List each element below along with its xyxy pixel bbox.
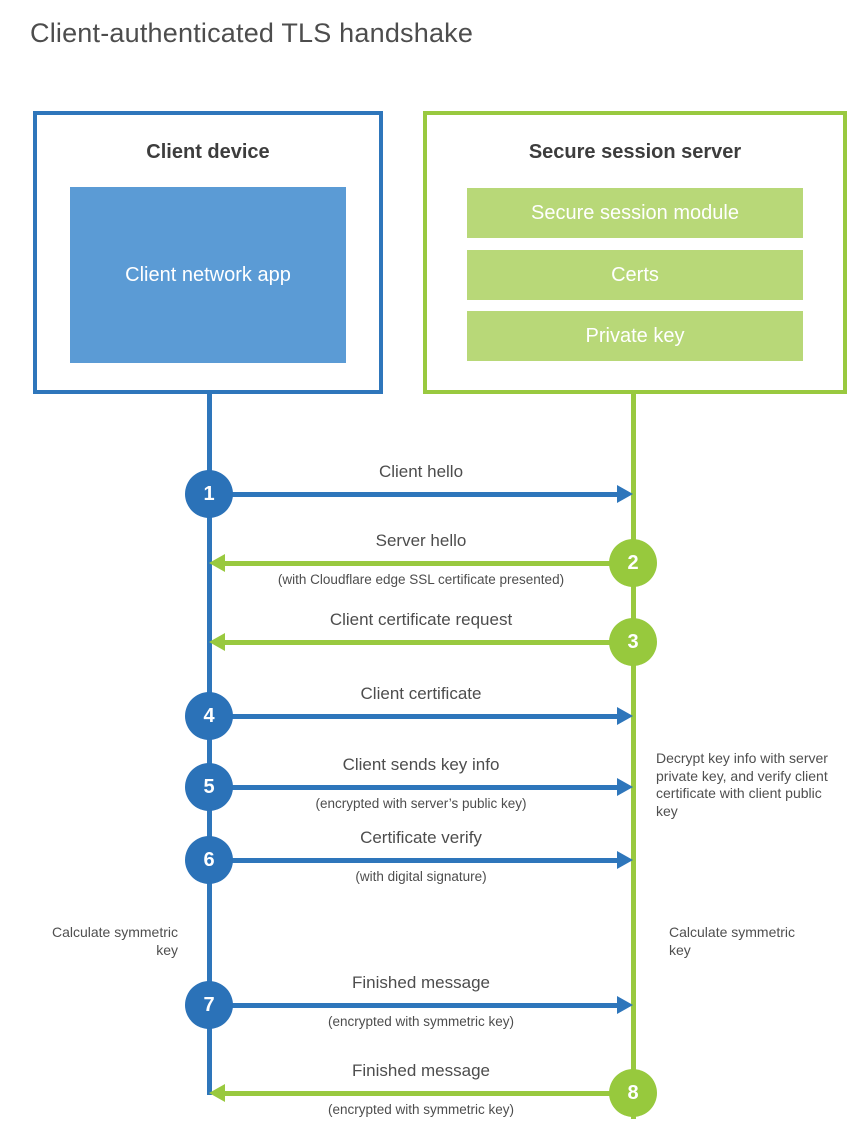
step-7-badge: 7 — [185, 981, 233, 1029]
step-1-badge: 1 — [185, 470, 233, 518]
step-1-arrow-line — [209, 492, 617, 497]
step-5-label: Client sends key info — [342, 755, 500, 774]
step-6-arrowhead-icon — [617, 851, 633, 869]
note-calculate-symmetric-key-client: Calculate symmetric key — [51, 924, 178, 958]
step-5-arrow-line — [209, 785, 617, 790]
step-7-arrowhead-icon — [617, 996, 633, 1014]
step-8-label: Finished message — [352, 1061, 490, 1080]
client-network-app-box: Client network app — [70, 187, 346, 363]
step-3-label: Client certificate request — [329, 610, 513, 629]
step-4-arrow-line — [209, 714, 617, 719]
step-4-badge: 4 — [185, 692, 233, 740]
note-calculate-symmetric-key-server: Calculate symmetric key — [669, 924, 796, 958]
step-3-arrowhead-icon — [209, 633, 225, 651]
step-5-badge: 5 — [185, 763, 233, 811]
client-device-title: Client device — [146, 141, 270, 163]
server-module-bar-private-key: Private key — [467, 311, 803, 361]
server-module-bar-secure-session-module: Secure session module — [467, 188, 803, 238]
server-module-bar-certs: Certs — [467, 250, 803, 300]
step-6-label: Certificate verify — [360, 828, 482, 847]
step-7-sublabel: (encrypted with symmetric key) — [327, 1014, 515, 1029]
step-6-arrow-line — [209, 858, 617, 863]
step-6-badge: 6 — [185, 836, 233, 884]
client-lifeline — [207, 394, 212, 1095]
step-2-sublabel: (with Cloudflare edge SSL certificate pr… — [277, 572, 565, 587]
step-1-arrowhead-icon — [617, 485, 633, 503]
client-device-box: Client device Client network app — [33, 111, 383, 394]
step-8-sublabel: (encrypted with symmetric key) — [327, 1102, 515, 1117]
secure-session-server-box: Secure session server Secure session mod… — [423, 111, 847, 394]
step-3-arrow-line — [225, 640, 633, 645]
step-2-arrowhead-icon — [209, 554, 225, 572]
step-6-sublabel: (with digital signature) — [355, 869, 487, 884]
step-2-label: Server hello — [375, 531, 467, 550]
step-5-arrowhead-icon — [617, 778, 633, 796]
server-lifeline — [631, 394, 636, 1119]
step-1-label: Client hello — [378, 462, 464, 481]
step-4-arrowhead-icon — [617, 707, 633, 725]
step-2-badge: 2 — [609, 539, 657, 587]
secure-session-server-title: Secure session server — [528, 141, 742, 163]
diagram-title: Client-authenticated TLS handshake — [30, 18, 474, 48]
note-decrypt-key-info: Decrypt key info with server private key… — [656, 750, 828, 819]
step-2-arrow-line — [225, 561, 633, 566]
step-8-arrow-line — [225, 1091, 633, 1096]
client-network-app-label: Client network app — [125, 264, 291, 286]
step-7-arrow-line — [209, 1003, 617, 1008]
step-3-badge: 3 — [609, 618, 657, 666]
step-4-label: Client certificate — [360, 684, 482, 703]
step-5-sublabel: (encrypted with server’s public key) — [315, 796, 527, 811]
step-8-arrowhead-icon — [209, 1084, 225, 1102]
step-7-label: Finished message — [352, 973, 490, 992]
step-8-badge: 8 — [609, 1069, 657, 1117]
